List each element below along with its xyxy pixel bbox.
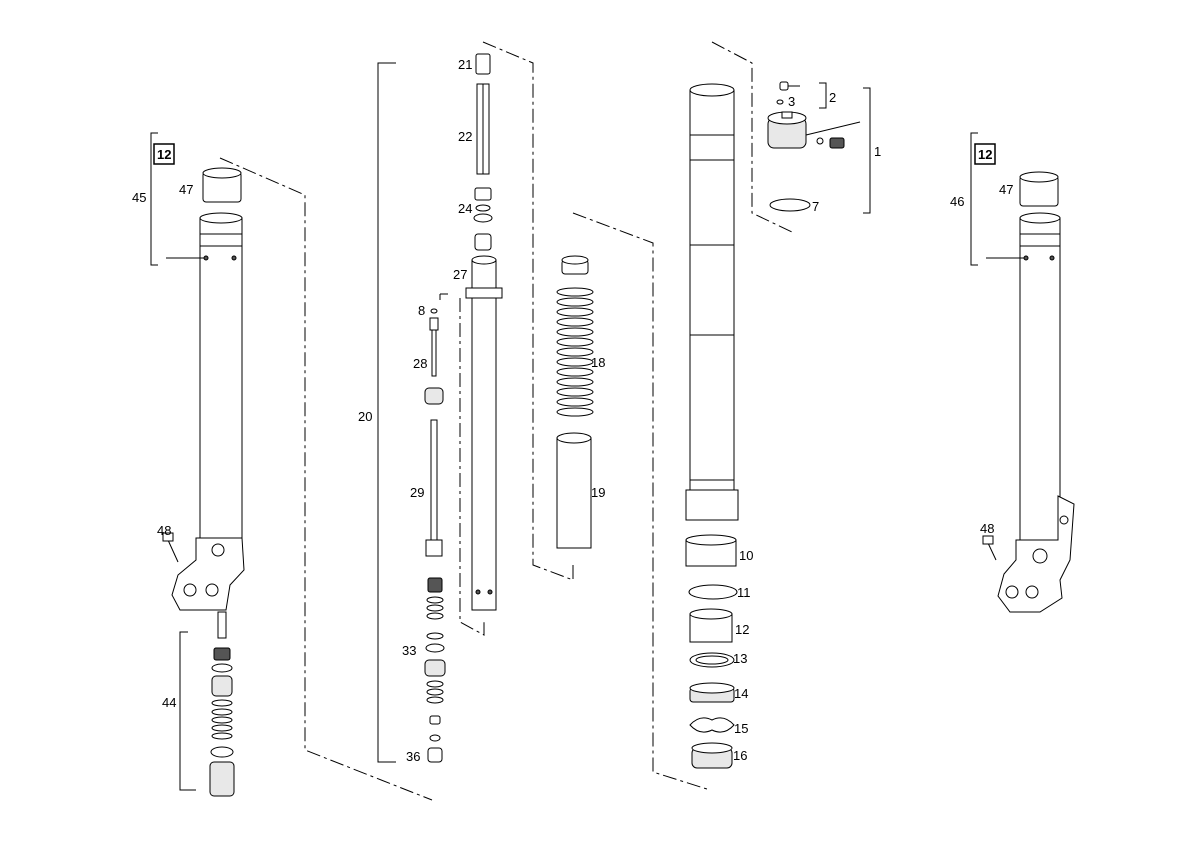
part-36	[427, 747, 443, 763]
callout-14: 14	[734, 686, 748, 701]
callout-36: 36	[406, 749, 420, 764]
callout-27: 27	[453, 267, 467, 282]
group-44: 44	[162, 611, 235, 797]
callout-11: 11	[737, 585, 751, 600]
callout-47-right: 47	[999, 182, 1013, 197]
clip-15	[689, 717, 735, 733]
rod-29	[430, 419, 438, 541]
dash-line-outer-top	[711, 41, 793, 233]
dash-inner-cartridge	[459, 298, 485, 636]
spacer-19	[556, 437, 592, 549]
dash-line-spring	[572, 212, 711, 791]
callout-2: 2	[829, 90, 836, 105]
callout-24: 24	[458, 201, 472, 216]
callout-18: 18	[591, 355, 605, 370]
bracket-44	[179, 631, 196, 791]
bracket-20	[377, 62, 396, 763]
left-fork-group: 45 12 47 48	[132, 132, 433, 801]
callout-10: 10	[739, 548, 753, 563]
callout-29: 29	[410, 485, 424, 500]
bracket-1	[863, 87, 871, 214]
clip-11	[688, 584, 738, 600]
group-outer-tube: 10 11 12 13 14 15 16	[685, 41, 793, 769]
callout-22: 22	[458, 129, 472, 144]
callout-19: 19	[591, 485, 605, 500]
callout-16: 16	[733, 748, 747, 763]
bolt-44	[217, 611, 227, 639]
boxed-label-right-text: 12	[978, 147, 992, 162]
boxed-label-right: 12	[974, 143, 996, 165]
group-1: 1 2 3 7	[767, 81, 881, 214]
callout-33: 33	[402, 643, 416, 658]
boxed-label-left-text: 12	[157, 147, 171, 162]
bracket-45	[150, 132, 158, 266]
spring-18	[556, 287, 594, 417]
fork-tube-left-top	[199, 212, 243, 224]
callout-48-left: 48	[157, 523, 171, 538]
callout-15: 15	[734, 721, 748, 736]
callout-3: 3	[788, 94, 795, 109]
callout-44: 44	[162, 695, 176, 710]
outer-tube	[689, 89, 735, 521]
callout-20: 20	[358, 409, 372, 424]
bracket-2	[819, 82, 827, 109]
boxed-label-left: 12	[153, 143, 175, 165]
callout-13: 13	[733, 651, 747, 666]
callout-28: 28	[413, 356, 427, 371]
callout-46: 46	[950, 194, 964, 209]
group-spring: 18 19	[556, 212, 711, 791]
callout-12: 12	[735, 622, 749, 637]
fork-foot-left	[171, 537, 245, 611]
nut-21	[475, 53, 491, 75]
callout-7: 7	[812, 199, 819, 214]
dash-line-left	[219, 157, 433, 801]
group-20: 20 21 22 24 27 8 28 29	[358, 41, 574, 764]
callout-1: 1	[874, 144, 881, 159]
damper-valve-44	[209, 761, 235, 797]
bushing-47-left-top	[202, 167, 242, 179]
oring-7	[769, 198, 811, 212]
bracket-46	[970, 132, 978, 266]
callout-45: 45	[132, 190, 146, 205]
callout-8: 8	[418, 303, 425, 318]
callout-47-left: 47	[179, 182, 193, 197]
fork-tube-right	[1019, 217, 1061, 545]
fork-tube-left	[199, 217, 243, 539]
dash-line-cartridge	[482, 41, 574, 581]
callout-48-right: 48	[980, 521, 994, 536]
callout-21: 21	[458, 57, 472, 72]
cartridge-27	[471, 259, 497, 611]
right-fork-group: 46 12 47 48	[950, 132, 1075, 613]
